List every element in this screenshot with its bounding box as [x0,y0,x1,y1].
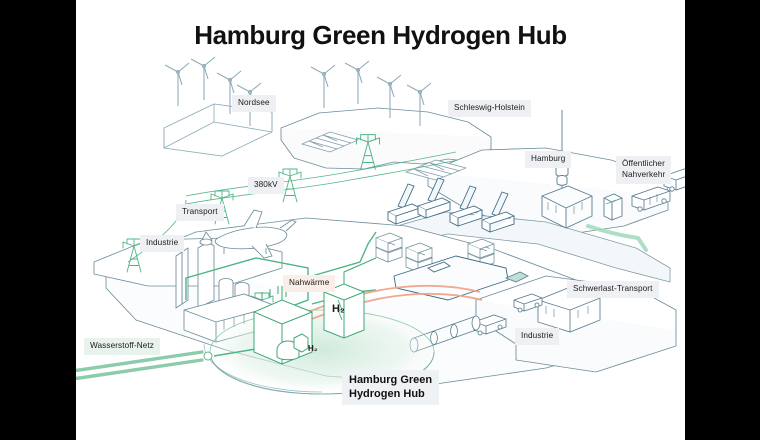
h2-tank-large-label: H₂ [332,303,346,315]
label-wasserstoff-netz: Wasserstoff-Netz [84,338,160,355]
label-industrie-left: Industrie [140,235,185,252]
letterbox-right [685,0,760,440]
label-nahwaerme: Nahwärme [283,275,336,292]
label-transport: Transport [176,204,224,221]
letterbox-left [0,0,76,440]
h2-tank-small-label: H₂ [308,344,318,353]
label-oeffentlicher-nahverkehr: Öffentlicher Nahverkehr [616,156,672,184]
label-schleswig-holstein: Schleswig-Holstein [448,100,531,117]
label-industrie-right: Industrie [515,328,560,345]
label-380kv: 380kV [248,177,284,194]
label-nordsee: Nordsee [232,95,276,112]
page-title: Hamburg Green Hydrogen Hub [194,20,567,50]
infographic-canvas: Hamburg Green Hydrogen Hub [76,0,685,440]
label-schwerlast-transport: Schwerlast-Transport [567,281,659,298]
label-hamburg: Hamburg [525,151,572,168]
hub-callout-label: Hamburg Green Hydrogen Hub [342,370,440,405]
